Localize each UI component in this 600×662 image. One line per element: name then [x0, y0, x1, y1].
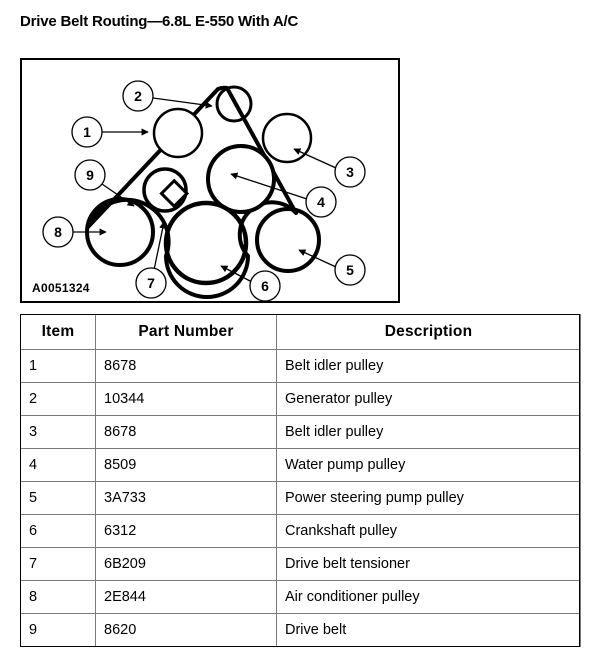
cell-part-number: 6312	[95, 514, 277, 548]
callout-bubbles: 1 2 3 4 5 6 7	[42, 80, 366, 301]
drive-belt-tensioner-7	[142, 167, 190, 213]
cell-part-number: 8509	[95, 448, 277, 482]
callout-8-label: 8	[54, 224, 62, 240]
callout-3: 3	[334, 156, 366, 188]
leader-6	[220, 265, 253, 283]
callout-3-label: 3	[346, 164, 354, 180]
cell-description: Air conditioner pulley	[276, 580, 581, 614]
cell-item: 2	[20, 382, 96, 416]
table-row: 2 10344 Generator pulley	[20, 382, 581, 416]
table-row: 4 8509 Water pump pulley	[20, 448, 581, 482]
cell-description: Drive belt tensioner	[276, 547, 581, 581]
column-header-item: Item	[20, 314, 96, 350]
table-row: 9 8620 Drive belt	[20, 613, 581, 647]
leader-3	[293, 148, 337, 169]
leader-7	[153, 221, 167, 271]
cell-description: Water pump pulley	[276, 448, 581, 482]
cell-item: 9	[20, 613, 96, 647]
callout-9: 9	[74, 159, 106, 191]
generator-pulley-2	[215, 85, 253, 123]
cell-description: Power steering pump pulley	[276, 481, 581, 515]
cell-part-number: 8620	[95, 613, 277, 647]
belt-idler-pulley-3	[261, 112, 313, 164]
cell-description: Belt idler pulley	[276, 349, 581, 383]
cell-item: 1	[20, 349, 96, 383]
callout-leaders	[72, 97, 337, 283]
leader-2	[152, 97, 213, 109]
drive-belt-routing-diagram: 1 2 3 4 5 6 7	[42, 80, 366, 301]
cell-item: 5	[20, 481, 96, 515]
callout-5-label: 5	[346, 262, 354, 278]
callout-8: 8	[42, 216, 74, 248]
table-row: 7 6B209 Drive belt tensioner	[20, 547, 581, 581]
crankshaft-pulley-6	[163, 200, 249, 286]
cell-item: 6	[20, 514, 96, 548]
cell-item: 7	[20, 547, 96, 581]
callout-5: 5	[334, 254, 366, 286]
belt-idler-pulley-1	[152, 107, 204, 159]
table-row: 6 6312 Crankshaft pulley	[20, 514, 581, 548]
parts-table: Item Part Number Description 1 8678 Belt…	[20, 314, 581, 647]
column-header-part-number: Part Number	[95, 314, 277, 350]
table-row: 5 3A733 Power steering pump pulley	[20, 481, 581, 515]
parts-table-container: Item Part Number Description 1 8678 Belt…	[20, 314, 581, 647]
pulley-group	[85, 85, 321, 286]
leader-5	[298, 249, 337, 268]
callout-6: 6	[249, 270, 281, 301]
callout-7-label: 7	[147, 275, 155, 291]
cell-part-number: 8678	[95, 349, 277, 383]
cell-description: Crankshaft pulley	[276, 514, 581, 548]
cell-item: 3	[20, 415, 96, 449]
tensioner-diamond-hub	[159, 178, 190, 209]
page-title: Drive Belt Routing—6.8L E-550 With A/C	[20, 13, 299, 30]
leader-9	[101, 183, 135, 207]
leader-4	[230, 172, 308, 200]
cell-item: 4	[20, 448, 96, 482]
cell-description: Belt idler pulley	[276, 415, 581, 449]
cell-description: Generator pulley	[276, 382, 581, 416]
cell-part-number: 8678	[95, 415, 277, 449]
callout-1: 1	[71, 116, 103, 148]
callout-1-label: 1	[83, 124, 91, 140]
table-row: 8 2E844 Air conditioner pulley	[20, 580, 581, 614]
callout-4-label: 4	[317, 194, 325, 210]
belt-routing-figure: 1 2 3 4 5 6 7	[20, 58, 400, 303]
table-header-row: Item Part Number Description	[20, 314, 581, 350]
water-pump-pulley-4	[206, 144, 276, 214]
power-steering-pulley-5	[255, 207, 321, 273]
cell-item: 8	[20, 580, 96, 614]
cell-part-number: 6B209	[95, 547, 277, 581]
callout-7: 7	[135, 267, 167, 299]
column-header-description: Description	[276, 314, 581, 350]
callout-2-label: 2	[134, 88, 142, 104]
drive-belt-path	[86, 85, 298, 299]
cell-part-number: 2E844	[95, 580, 277, 614]
figure-reference-code: A0051324	[32, 281, 90, 295]
cell-part-number: 3A733	[95, 481, 277, 515]
callout-6-label: 6	[261, 278, 269, 294]
table-row: 3 8678 Belt idler pulley	[20, 415, 581, 449]
cell-description: Drive belt	[276, 613, 581, 647]
callout-4: 4	[305, 186, 337, 218]
cell-part-number: 10344	[95, 382, 277, 416]
table-row: 1 8678 Belt idler pulley	[20, 349, 581, 383]
callout-2: 2	[122, 80, 154, 112]
callout-9-label: 9	[86, 167, 94, 183]
